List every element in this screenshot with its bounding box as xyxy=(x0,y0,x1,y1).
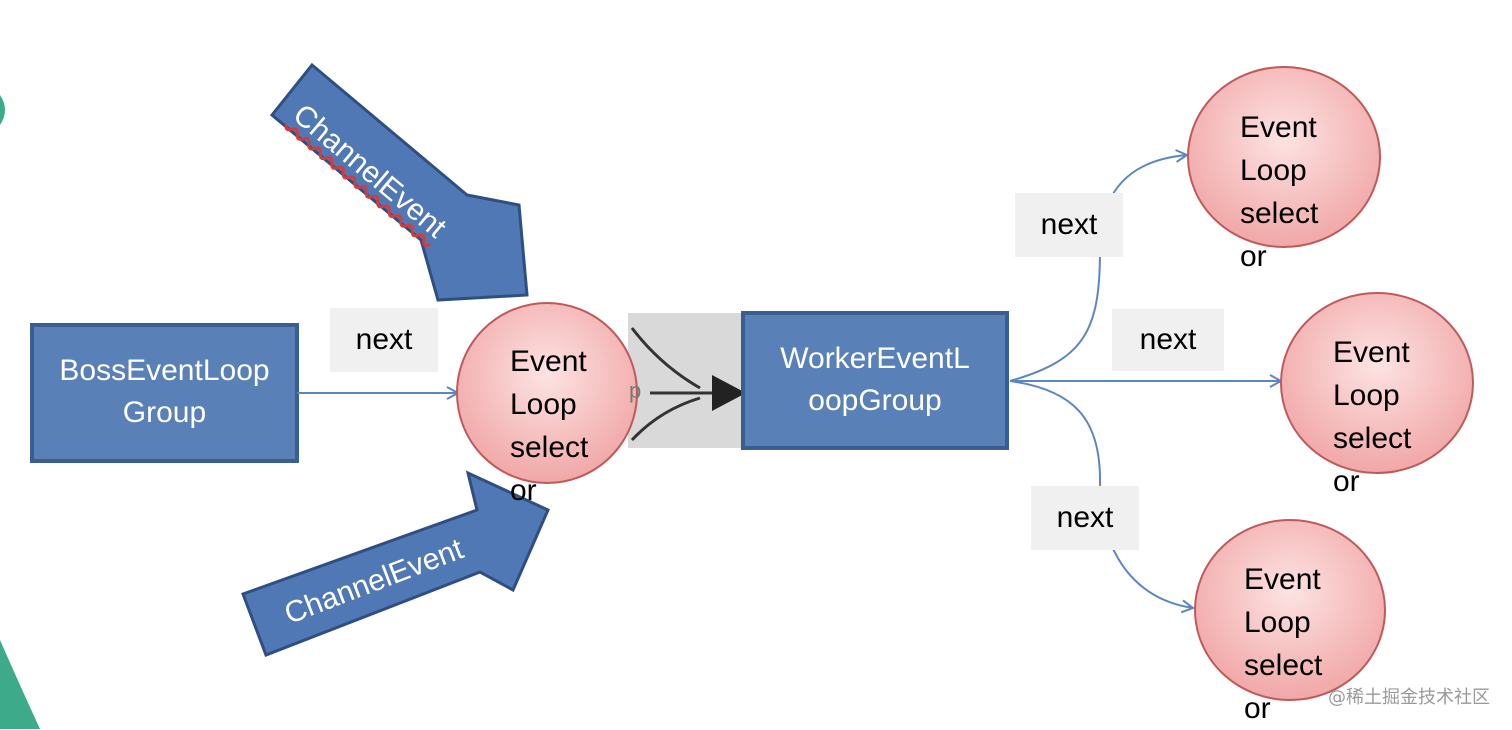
next-label-middle: next xyxy=(1112,309,1224,371)
teal-accent-bottom xyxy=(0,640,40,729)
next-label-bottom: next xyxy=(1031,486,1139,550)
pipeline-curve-lower xyxy=(630,396,701,442)
channel-event-arrow-top xyxy=(269,62,529,302)
worker-selector-text-bottom: Event Loop select or xyxy=(1244,563,1323,725)
worker-group-label-line1: WorkerEventL xyxy=(780,342,970,375)
next-label-top: next xyxy=(1015,193,1123,257)
teal-accent-top xyxy=(0,95,5,125)
next-label-boss: next xyxy=(330,308,438,372)
boss-selector-text: Event Loop select or xyxy=(510,345,589,507)
worker-group-label: WorkerEventL oopGroup xyxy=(743,338,1007,422)
worker-selector-circle-top xyxy=(1187,66,1381,248)
boss-group-label: BossEventLoop Group xyxy=(32,350,297,434)
pipeline-curve-upper xyxy=(630,327,701,390)
boss-group-label-line2: Group xyxy=(122,396,207,429)
boss-event-loop-group-box xyxy=(30,323,299,463)
worker-selector-circle-middle xyxy=(1280,292,1474,474)
boss-group-label-line1: BossEventLoop xyxy=(59,354,270,387)
worker-event-loop-group-box xyxy=(741,311,1009,450)
pipeline-fragment-letter: p xyxy=(629,378,642,403)
worker-selector-text-top: Event Loop select or xyxy=(1240,111,1319,273)
worker-selector-text-middle: Event Loop select or xyxy=(1333,336,1412,498)
watermark: @稀土掘金技术社区 xyxy=(1328,687,1490,708)
worker-group-label-line2: oopGroup xyxy=(808,384,942,417)
boss-event-loop-selector-circle xyxy=(456,302,638,484)
pipeline-arrow-head xyxy=(712,375,746,411)
worker-to-bottom-selector-connector xyxy=(1009,380,1193,608)
channel-event-arrow-bottom xyxy=(241,470,550,657)
worker-selector-circle-bottom xyxy=(1194,519,1386,701)
